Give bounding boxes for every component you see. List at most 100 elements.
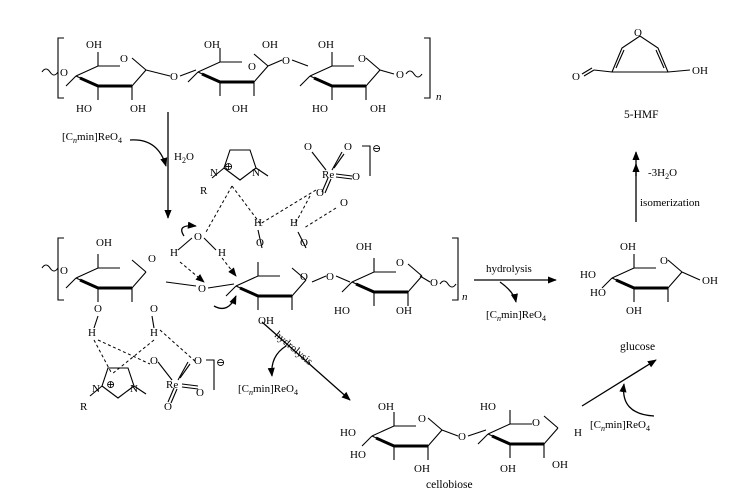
o-label: O — [256, 237, 264, 249]
hmf-caption: 5-HMF — [624, 109, 659, 121]
oh-label: OH — [86, 39, 102, 51]
oh-label: OH — [414, 463, 430, 475]
o-label: O — [164, 401, 172, 413]
water-reagent: H2O — [174, 151, 194, 165]
n-atom: N — [210, 167, 218, 179]
glucose-molecule: OH O HO HO OH OH glucose — [580, 241, 718, 353]
n-atom: N — [252, 167, 260, 179]
o-label: O — [94, 303, 102, 315]
hmf-molecule: O O OH 5-HMF — [572, 27, 708, 121]
o-label: O — [194, 355, 202, 367]
anion-charge: ⊖ — [216, 357, 225, 369]
chain-o: O — [60, 265, 68, 277]
water-h: H — [170, 247, 178, 259]
aldehyde-o: O — [572, 71, 580, 83]
oh-label: OH — [204, 39, 220, 51]
h-label: H — [88, 327, 96, 339]
oh-label: OH — [626, 305, 642, 317]
repeat-n: n — [462, 291, 468, 303]
o-label: O — [196, 387, 204, 399]
o-label: O — [150, 355, 158, 367]
repeat-n: n — [436, 91, 442, 103]
glycosidic-o: O — [282, 55, 290, 67]
ho-label: HO — [340, 427, 356, 439]
n-atom: N — [92, 383, 100, 395]
o-label: O — [352, 171, 360, 183]
ring-o: O — [418, 413, 426, 425]
il-reagent: [Cnmin]ReO4 — [486, 309, 546, 323]
lower-ionic-liquid: H H N N ⊕ R Re O O O O ⊖ — [80, 315, 225, 413]
oh-label: OH — [620, 241, 636, 253]
oh-label: OH — [318, 39, 334, 51]
o-label: O — [344, 141, 352, 153]
chain-o: O — [396, 69, 404, 81]
h-label: H — [290, 217, 298, 229]
ho-label: HO — [590, 287, 606, 299]
chain-o: O — [60, 67, 68, 79]
oh-label: OH — [262, 39, 278, 51]
oh-label: OH — [370, 103, 386, 115]
oh-label: OH — [552, 459, 568, 471]
glycosidic-o: O — [458, 431, 466, 443]
glycosidic-o: O — [326, 271, 334, 283]
h-label: H — [150, 327, 158, 339]
oh-label: OH — [258, 315, 274, 327]
hydrolysis-label: hydrolysis — [486, 263, 532, 275]
glycosidic-o: O — [170, 71, 178, 83]
ring-o: O — [248, 61, 256, 73]
cation-charge: ⊕ — [106, 379, 115, 391]
oh-label: OH — [396, 305, 412, 317]
oh-label: OH — [96, 237, 112, 249]
il-reagent: [Cnmin]ReO4 — [590, 419, 650, 433]
oh-label: OH — [232, 103, 248, 115]
glycosidic-o: O — [198, 283, 206, 295]
ho-label: HO — [76, 103, 92, 115]
ring-o: O — [300, 271, 308, 283]
ho-label: HO — [350, 449, 366, 461]
hydration-step: [Cnmin]ReO4 H2O — [62, 112, 194, 219]
cellulose-chain: O OH O HO OH O OH OH O OH O OH O HO OH O… — [41, 37, 442, 115]
il-reagent: [Cnmin]ReO4 — [62, 131, 122, 145]
o-label: O — [340, 197, 348, 209]
ring-o: O — [148, 253, 156, 265]
h-label: H — [574, 427, 582, 439]
ho-label: HO — [480, 401, 496, 413]
hydrolysis-to-glucose: hydrolysis [Cnmin]ReO4 — [474, 263, 557, 323]
ho-label: HO — [580, 269, 596, 281]
ring-o: O — [358, 53, 366, 65]
activated-cellulose: O OH O O O H O H O O O O OH H H O OH O H… — [41, 217, 468, 327]
n-atom: N — [130, 383, 138, 395]
ring-o: O — [660, 255, 668, 267]
anion-charge: ⊖ — [372, 143, 381, 155]
o-label: O — [150, 303, 158, 315]
oh-label: OH — [378, 401, 394, 413]
chain-o: O — [430, 277, 438, 289]
ring-o: O — [396, 257, 404, 269]
hydrolysis-to-cellobiose: hydrolysis [Cnmin]ReO4 — [238, 321, 351, 401]
r-group: R — [200, 185, 208, 197]
glucose-caption: glucose — [620, 341, 655, 353]
ho-label: HO — [312, 103, 328, 115]
oh-label: OH — [702, 275, 718, 287]
il-reagent: [Cnmin]ReO4 — [238, 383, 298, 397]
cellobiose-to-glucose: [Cnmin]ReO4 — [581, 359, 657, 433]
h-label: H — [254, 217, 262, 229]
r-group: R — [80, 401, 88, 413]
re-atom: Re — [166, 379, 178, 391]
isomerization-label: isomerization — [640, 197, 700, 209]
dehydration-label: -3H2O — [648, 167, 677, 181]
water-h: H — [218, 247, 226, 259]
cellobiose-caption: cellobiose — [426, 479, 473, 491]
oh-label: OH — [500, 463, 516, 475]
water-o: O — [194, 231, 202, 243]
o-label: O — [304, 141, 312, 153]
re-atom: Re — [322, 169, 334, 181]
upper-ionic-liquid: N N ⊕ R Re O O O O O ⊖ — [200, 141, 381, 233]
oh-label: OH — [692, 65, 708, 77]
oh-label: OH — [130, 103, 146, 115]
ring-o: O — [532, 417, 540, 429]
oh-label: OH — [356, 241, 372, 253]
cation-charge: ⊕ — [224, 161, 233, 173]
cellobiose-molecule: OH O HO HO OH O HO O H OH OH cellobiose — [340, 401, 582, 491]
